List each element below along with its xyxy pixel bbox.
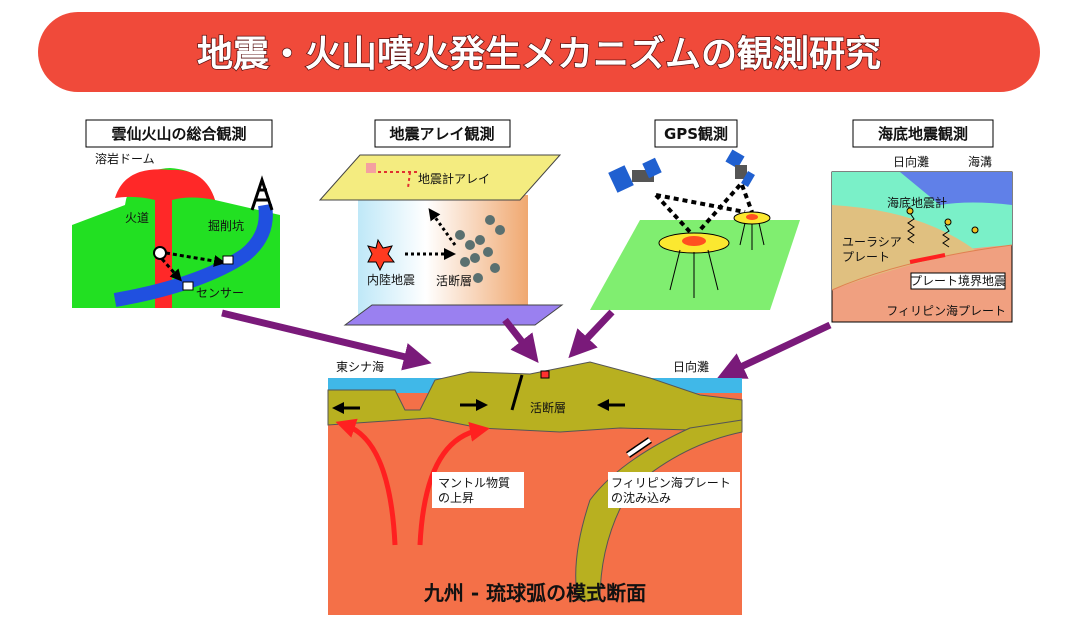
cross-section: 東シナ海 日向灘 活断層 マントル物質 の上昇 フィリピン海プレート の沈み込み… [327,359,743,615]
array-plane [318,154,562,201]
page-title: 地震・火山噴火発生メカニズムの観測研究 [197,33,881,75]
label-array: 地震計アレイ [418,171,490,186]
label-boundary-quake: プレート境界地震 [910,273,1006,288]
label-subduction: フィリピン海プレート [611,475,731,490]
sensor-icon [222,255,234,265]
panel-title: GPS観測 [664,125,728,143]
label-borehole: 掘削坑 [208,218,244,233]
section-title: 九州 - 琉球弧の模式断面 [423,581,646,605]
panel-title: 海底地震観測 [878,125,968,143]
panel-title: 地震アレイ観測 [389,125,494,143]
volcano-shape [72,168,280,308]
panel-unzen: 雲仙火山の総合観測 溶岩ドーム 火道 掘削坑 センサー [72,119,280,308]
title-banner: 地震・火山噴火発生メカニズムの観測研究 [38,12,1040,92]
sensor-icon [182,281,194,291]
panel-title: 雲仙火山の総合観測 [111,125,246,143]
label-inland-quake: 内陸地震 [367,273,415,287]
borehole [113,203,273,307]
label-trench: 海溝 [968,154,992,169]
label-conduit: 火道 [125,211,149,225]
fault-particles [455,215,505,283]
station-icon [366,163,376,173]
label-mantle-upwelling: マントル物質 [438,475,510,490]
source-icon [153,246,167,260]
panel-gps: GPS観測 [590,119,800,310]
label-obs: 海底地震計 [887,195,947,210]
satellite-icon [725,149,755,188]
earthquake-icon [367,238,395,272]
label-eurasia: ユーラシア [842,235,902,249]
drill-tower-icon [250,175,274,211]
label-dome: 溶岩ドーム [95,151,155,166]
label-active-fault: 活断層 [530,400,566,415]
lower-plane [343,304,564,326]
label-philippine-plate: フィリピン海プレート [886,303,1006,318]
label-subduction-2: の沈み込み [611,490,671,505]
connector-arrows [221,309,832,379]
label-active-fault: 活断層 [436,273,472,288]
label-hyuganada: 日向灘 [673,359,709,374]
label-sensor: センサー [196,286,244,300]
panel-seafloor: 海底地震観測 日向灘 海溝 海底地震計 ユーラシア プレート プレート境界地震 … [831,119,1013,323]
station-icon [540,370,550,379]
label-hyuganada: 日向灘 [893,154,929,169]
panel-array: 地震アレイ観測 地震計アレイ 内陸地震 活断層 [318,119,564,326]
lava-dome [115,169,215,308]
label-eurasia-plate: プレート [842,250,890,264]
ground-plane [590,220,800,310]
satellite-icon [608,157,662,193]
label-mantle-upwelling-2: の上昇 [438,491,474,505]
label-east-china-sea: 東シナ海 [336,359,384,374]
